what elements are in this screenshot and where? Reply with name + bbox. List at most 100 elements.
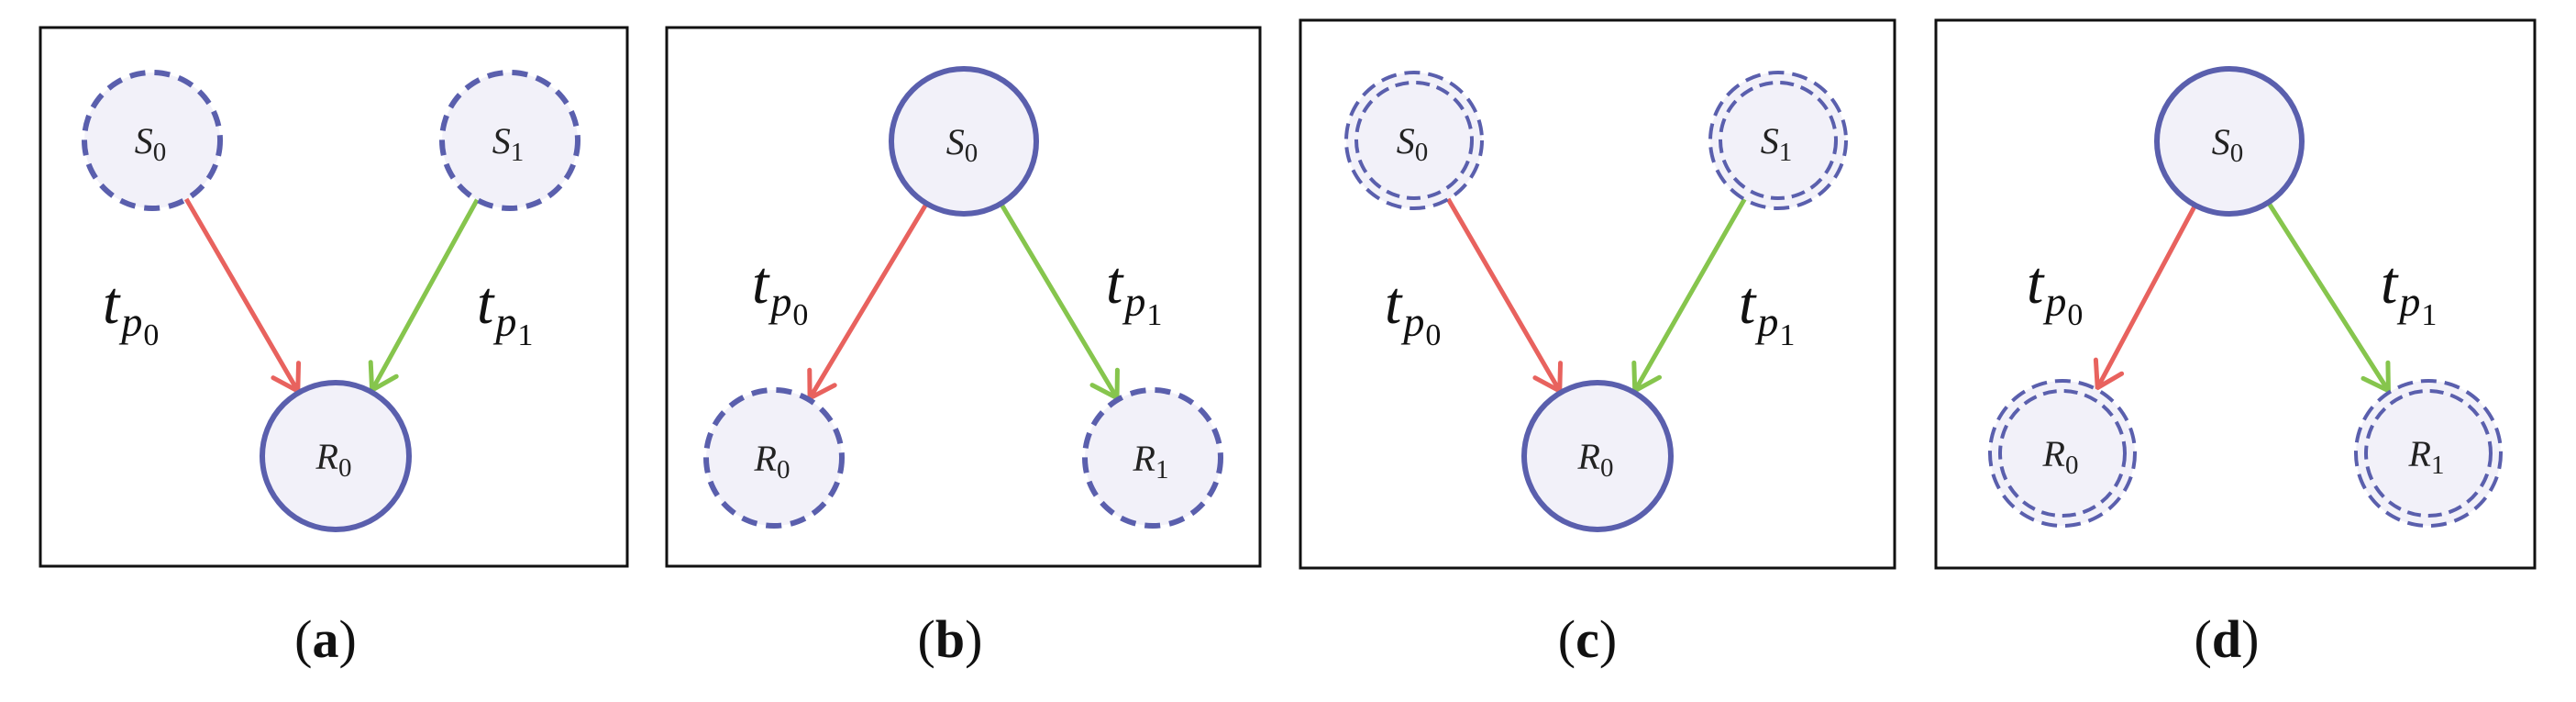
panel-caption: (d) [2195, 609, 2260, 669]
node-label-subscript: 0 [2230, 139, 2244, 168]
edge-label-subsubscript: 0 [1425, 318, 1441, 352]
edge-S0-R1 [2266, 200, 2391, 394]
node-label-subscript: 0 [965, 139, 978, 168]
node-label-subscript: 1 [511, 138, 525, 167]
node-label-subscript: 1 [1155, 455, 1169, 485]
edge-label-subsubscript: 0 [2067, 298, 2083, 332]
caption-paren-open: ( [918, 609, 935, 669]
edge-label-subscript: p [768, 278, 791, 325]
edge-label-subscript: p [1754, 298, 1778, 345]
edge-label-subsubscript: 1 [1779, 318, 1795, 352]
edge-label-base: t [2381, 250, 2399, 317]
caption-paren-open: ( [2195, 609, 2212, 669]
node-label-base: R [2408, 433, 2431, 474]
edge-label-base: t [752, 250, 770, 317]
edge-S0-R1-arrowhead [2360, 360, 2391, 395]
node-circle-outer [1708, 71, 1848, 210]
node-label-base: S [1397, 120, 1415, 162]
node-label-subscript: 0 [1600, 453, 1614, 483]
node-label-base: R [2042, 433, 2065, 474]
edge-S0-R0-arrowhead [2093, 357, 2125, 392]
caption-paren-open: ( [1558, 609, 1575, 669]
edge-label: tp0 [2027, 250, 2083, 332]
node-circle [439, 70, 580, 211]
edge-label: tp0 [103, 270, 159, 352]
node-label-subscript: 0 [1415, 138, 1429, 167]
panel-frame [1299, 18, 1896, 570]
edge-S0-R0 [807, 201, 929, 401]
node-circle [889, 66, 1039, 217]
node-label: S0 [2212, 121, 2244, 168]
node-label-base: S [946, 121, 965, 162]
node-circle [1521, 380, 1674, 532]
edge-S0-R1 [999, 201, 1120, 401]
node-label: R0 [754, 438, 790, 485]
node-label-subscript: 0 [153, 138, 167, 167]
panel-frame [1934, 18, 2537, 570]
node-circle-outer [1344, 71, 1484, 210]
node-circle-inner [1998, 389, 2127, 518]
node-label-subscript: 1 [2431, 451, 2445, 480]
edge-S1-R0 [1632, 196, 1747, 394]
caption-paren-close: ) [339, 609, 357, 669]
node-label: R1 [2408, 433, 2445, 480]
node-label: S0 [1397, 120, 1429, 167]
edge-label: tp0 [752, 250, 808, 332]
node-label: R1 [1133, 438, 1169, 485]
node-label-subscript: 0 [338, 453, 352, 483]
edge-label: tp0 [1385, 270, 1441, 352]
node-label-subscript: 0 [2065, 451, 2079, 480]
node-label-subscript: 1 [1779, 138, 1793, 167]
edge-label-subsubscript: 1 [517, 318, 533, 352]
node-circle-inner [1354, 81, 1474, 200]
caption-letter: a [313, 609, 339, 669]
edge-label-base: t [1106, 250, 1124, 317]
edge-label-subscript: p [492, 298, 516, 345]
edge-label: tp1 [1739, 270, 1795, 352]
node-circle-inner [1719, 81, 1838, 200]
node-label: S1 [1761, 120, 1793, 167]
node-circle [82, 70, 223, 211]
node-label: R0 [1577, 436, 1614, 483]
edge-label: tp1 [477, 270, 533, 352]
edge-label: tp1 [1106, 250, 1162, 332]
caption-letter: b [935, 609, 965, 669]
edge-S0-R0 [1445, 196, 1563, 394]
node-label-base: S [492, 120, 511, 162]
edge-label-base: t [2027, 250, 2045, 317]
edge-label-subscript: p [2396, 278, 2420, 325]
node-label: R0 [2042, 433, 2079, 480]
panel-frame [665, 26, 1262, 568]
edge-label-base: t [1739, 270, 1757, 337]
caption-paren-close: ) [965, 609, 982, 669]
panel-frame [39, 26, 629, 568]
edge-label-base: t [477, 270, 495, 337]
edge-label-subscript: p [118, 298, 142, 345]
node-label: S0 [946, 121, 978, 168]
edge-label-subscript: p [1400, 298, 1424, 345]
caption-letter: d [2212, 609, 2241, 669]
edge-S0-R0 [183, 196, 301, 394]
node-label: S0 [135, 120, 167, 167]
node-label-base: S [135, 120, 153, 162]
edge-label-base: t [1385, 270, 1403, 337]
edge-label-subsubscript: 0 [792, 298, 808, 332]
node-circle-outer [1988, 379, 2137, 528]
panel-caption: (c) [1558, 609, 1617, 669]
panel-caption: (a) [294, 609, 357, 669]
edge-S1-R0 [370, 197, 480, 393]
edge-label-subscript: p [1122, 278, 1145, 325]
node-circle [1082, 387, 1223, 529]
caption-letter: c [1575, 609, 1599, 669]
node-circle [260, 380, 412, 532]
node-label-base: R [1133, 438, 1155, 479]
edge-label-subsubscript: 1 [2421, 298, 2437, 332]
node-label: S1 [492, 120, 525, 167]
node-label: R0 [315, 436, 352, 483]
node-label-subscript: 0 [777, 455, 790, 485]
edge-label-base: t [103, 270, 121, 337]
